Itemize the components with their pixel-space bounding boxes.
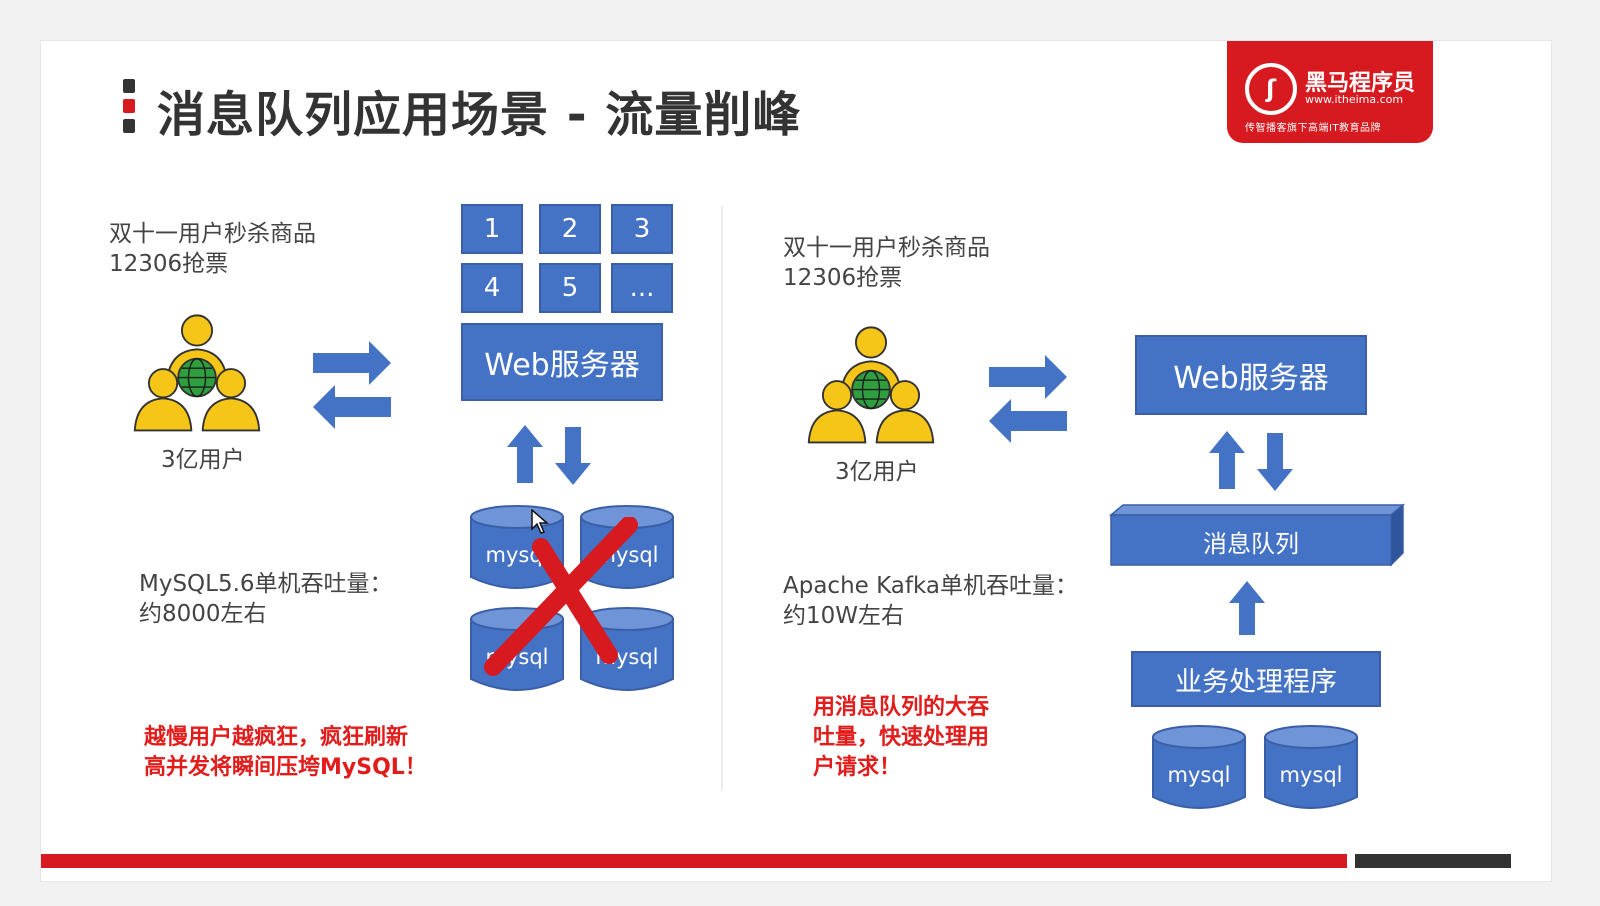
right-note-line2: 吐量，快速处理用 bbox=[813, 725, 990, 750]
mysql-label: mysql bbox=[1167, 763, 1231, 787]
left-users-label: 3亿用户 bbox=[161, 447, 245, 473]
message-queue-label: 消息队列 bbox=[1203, 529, 1299, 558]
left-web-server: Web服务器 bbox=[461, 323, 663, 401]
footer-red-bar bbox=[41, 854, 1347, 868]
users-group-icon bbox=[133, 314, 261, 432]
logo-slogan: 传智播客旗下高端IT教育品牌 bbox=[1245, 123, 1382, 134]
server-instance-3: 3 bbox=[611, 204, 673, 254]
right-throughput-line2: 约10W左右 bbox=[783, 603, 905, 629]
right-web-server: Web服务器 bbox=[1135, 335, 1367, 415]
users-group-icon bbox=[807, 326, 935, 444]
mouse-cursor-icon bbox=[531, 509, 549, 534]
right-throughput-line1: Apache Kafka单机吞吐量： bbox=[783, 573, 1078, 599]
footer-dark-bar bbox=[1355, 854, 1511, 868]
right-note-line1: 用消息队列的大吞 bbox=[813, 695, 990, 720]
server-instance-more: ... bbox=[611, 263, 673, 313]
slide-title: 消息队列应用场景 - 流量削峰 bbox=[157, 87, 802, 143]
left-throughput-line2: 约8000左右 bbox=[139, 601, 267, 627]
up-down-arrows-icon bbox=[1209, 431, 1293, 491]
left-note-line1: 越慢用户越疯狂，疯狂刷新 bbox=[144, 725, 409, 750]
server-instance-4: 4 bbox=[461, 263, 523, 313]
right-scenario-line1: 双十一用户秒杀商品 bbox=[783, 235, 990, 261]
right-scenario-line2: 12306抢票 bbox=[783, 265, 903, 291]
mysql-label: mysql bbox=[1279, 763, 1343, 787]
server-instance-1: 1 bbox=[461, 204, 523, 254]
slide: 消息队列应用场景 - 流量削峰 ʃ 黑马程序员 www.itheima.com … bbox=[40, 40, 1552, 882]
failure-cross-icon bbox=[484, 517, 638, 676]
request-response-arrows-icon bbox=[313, 341, 391, 429]
mysql-database-icon: mysql bbox=[1263, 725, 1359, 811]
request-response-arrows-icon bbox=[989, 355, 1067, 443]
left-note-line2: 高并发将瞬间压垮MySQL！ bbox=[144, 755, 427, 780]
server-instance-5: 5 bbox=[539, 263, 601, 313]
left-scenario-line1: 双十一用户秒杀商品 bbox=[109, 221, 316, 247]
mysql-database-icon: mysql bbox=[1151, 725, 1247, 811]
logo-url: www.itheima.com bbox=[1305, 93, 1404, 106]
right-note-line3: 户请求！ bbox=[813, 755, 902, 780]
business-processor: 业务处理程序 bbox=[1131, 651, 1381, 707]
logo-mark-icon: ʃ bbox=[1245, 63, 1297, 115]
up-down-arrows-icon bbox=[507, 425, 591, 485]
section-divider bbox=[721, 206, 723, 791]
logo-name: 黑马程序员 bbox=[1305, 71, 1416, 96]
title-marker-icon bbox=[123, 79, 135, 133]
message-queue-bar bbox=[1109, 503, 1405, 567]
up-arrow-icon bbox=[1229, 581, 1265, 635]
brand-logo: ʃ 黑马程序员 www.itheima.com 传智播客旗下高端IT教育品牌 bbox=[1227, 41, 1433, 143]
right-users-label: 3亿用户 bbox=[835, 459, 919, 485]
left-throughput-line1: MySQL5.6单机吞吐量： bbox=[139, 571, 393, 597]
left-scenario-line2: 12306抢票 bbox=[109, 251, 229, 277]
server-instance-2: 2 bbox=[539, 204, 601, 254]
